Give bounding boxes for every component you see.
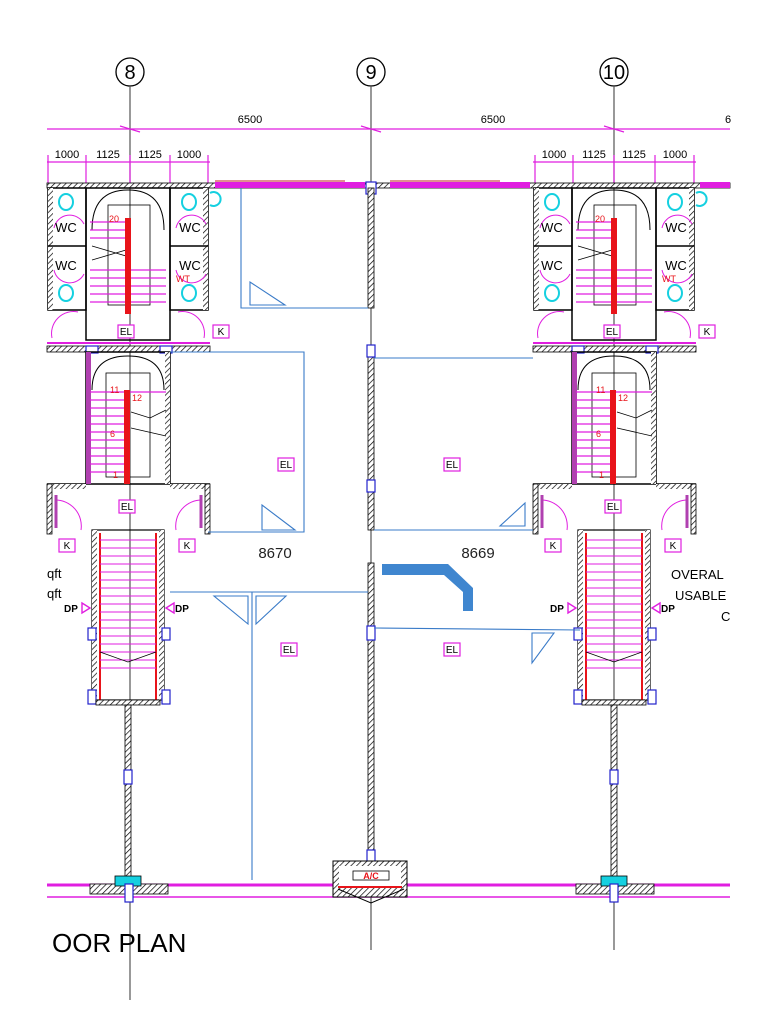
stair-step-label: 1 xyxy=(113,470,118,480)
dimension-right-2: 1125 xyxy=(582,149,606,161)
dimension-line-left-sub xyxy=(47,155,210,185)
dimension-left-4: 1000 xyxy=(177,149,201,161)
dimension-bay-3: 6 xyxy=(725,114,731,126)
unit-el-tags: EL EL EL EL xyxy=(277,457,461,657)
toilet-fixture-icon xyxy=(181,284,197,302)
downpipe-marker-icon xyxy=(164,601,175,615)
drawing-title: OOR PLAN xyxy=(52,928,186,958)
stair-step-label: 11 xyxy=(110,385,119,395)
dp-label: DP xyxy=(64,604,78,615)
dimension-left-2: 1125 xyxy=(96,149,120,161)
el-tag: EL xyxy=(283,645,296,656)
sink-fixture-icon xyxy=(209,191,222,207)
wc-label: WC xyxy=(55,220,77,235)
water-tank-label: WT xyxy=(176,274,190,284)
dimension-left-3: 1125 xyxy=(138,149,162,161)
dimension-bay-2: 6500 xyxy=(481,114,505,126)
dimension-right-1: 1000 xyxy=(542,149,566,161)
unit-number-8670: 8670 xyxy=(258,545,291,562)
core-right-stair-toilet-block xyxy=(531,186,717,882)
dimension-bay-1: 6500 xyxy=(238,114,262,126)
wc-label: WC xyxy=(179,220,201,235)
el-tag: EL xyxy=(446,645,459,656)
stair-step-label: 12 xyxy=(132,393,142,403)
k-tag: K xyxy=(218,327,225,338)
dimension-right-3: 1125 xyxy=(622,149,646,161)
dimension-left-1: 1000 xyxy=(55,149,79,161)
el-tag: EL xyxy=(120,327,133,338)
toilet-fixture-icon xyxy=(58,193,74,211)
wc-label: WC xyxy=(179,258,201,273)
ac-ledge: A/C xyxy=(332,860,408,904)
k-tag: K xyxy=(64,541,71,552)
downpipe-marker-icon xyxy=(81,601,92,615)
dimension-line-bays xyxy=(47,125,730,133)
note-left-2: qft xyxy=(47,586,62,601)
wc-label: WC xyxy=(55,258,77,273)
el-tag: EL xyxy=(280,460,293,471)
note-right-3: C xyxy=(721,609,730,624)
dp-label: DP xyxy=(175,604,189,615)
core-left-stair-toilet-block: 20 WT WC WC WC WC EL K xyxy=(46,187,230,881)
grid-label-10: 10 xyxy=(603,62,625,84)
el-tag: EL xyxy=(121,502,134,513)
dimension-line-right-sub xyxy=(533,155,696,185)
highlight-marker xyxy=(382,564,473,611)
ac-label: A/C xyxy=(363,871,379,881)
unit-partitions xyxy=(170,188,581,880)
dimension-right-4: 1000 xyxy=(663,149,687,161)
stair-step-label: 20 xyxy=(109,214,119,224)
stair-step-label: 6 xyxy=(110,429,115,439)
el-tag: EL xyxy=(446,460,459,471)
grid-label-9: 9 xyxy=(365,62,376,84)
unit-number-8669: 8669 xyxy=(461,545,494,562)
toilet-fixture-icon xyxy=(181,193,197,211)
top-facade-wall xyxy=(46,180,731,195)
k-tag: K xyxy=(184,541,191,552)
note-right-1: OVERAL xyxy=(671,567,724,582)
party-wall-grid-9 xyxy=(366,187,376,863)
toilet-fixture-icon xyxy=(58,284,74,302)
note-left-1: qft xyxy=(47,566,62,581)
note-right-2: USABLE xyxy=(675,588,727,603)
grid-label-8: 8 xyxy=(124,62,135,84)
